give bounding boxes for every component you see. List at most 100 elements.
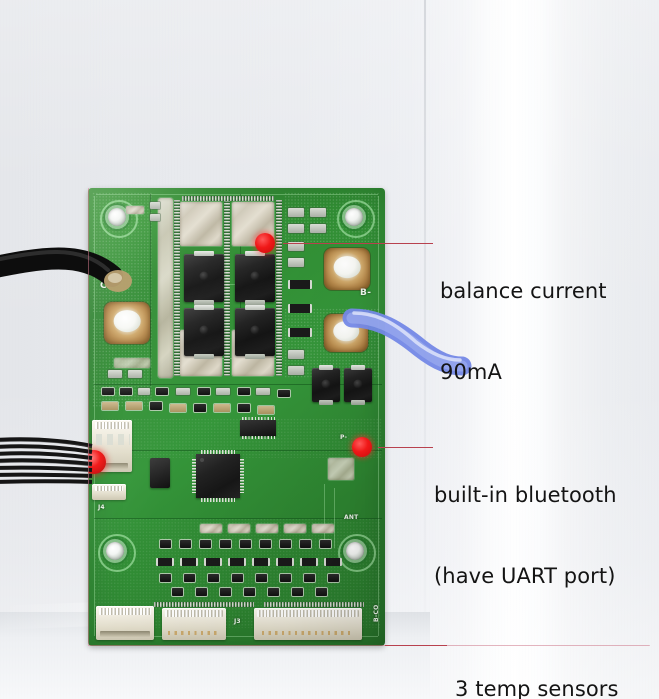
smd-part [240,540,251,548]
connector-balance-left[interactable] [96,606,154,640]
solder-ridge [158,198,173,378]
smd-part [150,402,162,410]
wire-blue-highlight [352,311,462,362]
mounting-hole-bottom-left [106,542,124,560]
smd-part [310,224,326,233]
smd-part [150,202,160,209]
black-component-a [312,365,340,405]
smd-part [150,214,160,221]
smd-part [256,574,267,582]
balance-resistor [200,524,222,533]
smd-part [238,388,250,395]
solder-block [126,206,144,214]
soic-chip [240,417,276,439]
smd-part [268,588,279,596]
annotation-bluetooth-line1: built-in bluetooth [434,483,617,507]
led-red [88,450,106,474]
silk-label-c-minus: C- [100,281,111,291]
mounting-hole-bottom-right [346,542,364,560]
black-component-b [344,365,372,405]
connector-temp-sensors[interactable] [254,608,362,640]
smd-part [288,350,304,359]
smd-part [280,574,291,582]
wire-blue-core [346,312,468,372]
pin-comb-bottom-b [264,602,364,607]
smd-part [156,388,168,395]
pcb-ring-top-right [337,200,375,238]
annotation-line-bluetooth [378,447,433,448]
annotation-line-balance-current [283,243,433,244]
balance-resistor [312,524,334,533]
smd-resistor [324,558,342,566]
smd-part [216,388,230,395]
balance-resistor [256,524,278,533]
smd-part [194,404,206,412]
smd-part [328,574,339,582]
smd-part [288,366,304,375]
wire-black-thick-highlight [0,250,110,272]
smd-resistor [300,558,318,566]
pin-comb-bottom-a [154,602,254,607]
smd-part [288,258,304,267]
pin-comb-right [276,200,282,376]
smd-resistor [252,558,270,566]
connector-j3[interactable] [162,608,226,640]
smd-part [160,540,171,548]
smd-part [200,540,211,548]
mosfet-q3 [184,305,224,359]
smd-resistor [288,280,312,289]
smd-part [260,540,271,548]
solder-block [114,358,150,368]
smd-part [108,370,122,378]
smd-part [198,388,210,395]
smd-resistor [204,558,222,566]
balance-resistor [284,524,306,533]
smd-resistor [180,558,198,566]
pin-comb-mid [224,200,230,376]
smd-capacitor [258,406,274,414]
annotation-bluetooth-line2: (have UART port) [434,564,616,588]
smd-resistor [288,304,312,313]
smd-part [172,588,183,596]
smd-part [138,388,150,395]
smd-part [220,588,231,596]
silk-label-j3: J3 [234,618,241,625]
connector-left-lower[interactable] [92,484,126,500]
mosfet-q2 [235,251,275,305]
smd-part [184,574,195,582]
annotation-text-temp-sensors: 3 temp sensors [455,622,619,699]
smd-part [288,208,304,217]
smd-part [288,242,304,251]
solder-block [180,202,222,246]
smd-part [316,588,327,596]
smd-part [288,224,304,233]
smd-part [180,540,191,548]
smd-part [238,404,250,412]
smd-part [128,370,142,378]
board-highlight-box [88,188,650,646]
black-block-part [150,458,170,488]
annotation-dot-bluetooth [352,437,372,457]
pin-comb-left [174,200,180,376]
annotation-text-bluetooth: built-in bluetooth (have UART port) [434,428,617,644]
smd-part [310,208,326,217]
header-3pin [96,434,130,445]
silk-label-ant: ANT [344,514,359,521]
smd-resistor [156,558,174,566]
smd-part [244,588,255,596]
annotation-balance-current-line2: 90mA [440,360,502,384]
antenna-pad [328,458,354,480]
pcb-ring-bottom-left [98,534,136,572]
smd-resistor [228,558,246,566]
smd-capacitor [214,404,230,412]
smd-part [300,540,311,548]
mosfet-q4 [235,305,275,359]
smd-part [196,588,207,596]
smd-resistor [288,328,312,337]
annotation-temp-sensors-line1: 3 temp sensors [455,677,619,699]
silk-label-p-minus: P- [340,434,348,441]
smd-part [176,388,190,395]
balance-resistor [228,524,250,533]
